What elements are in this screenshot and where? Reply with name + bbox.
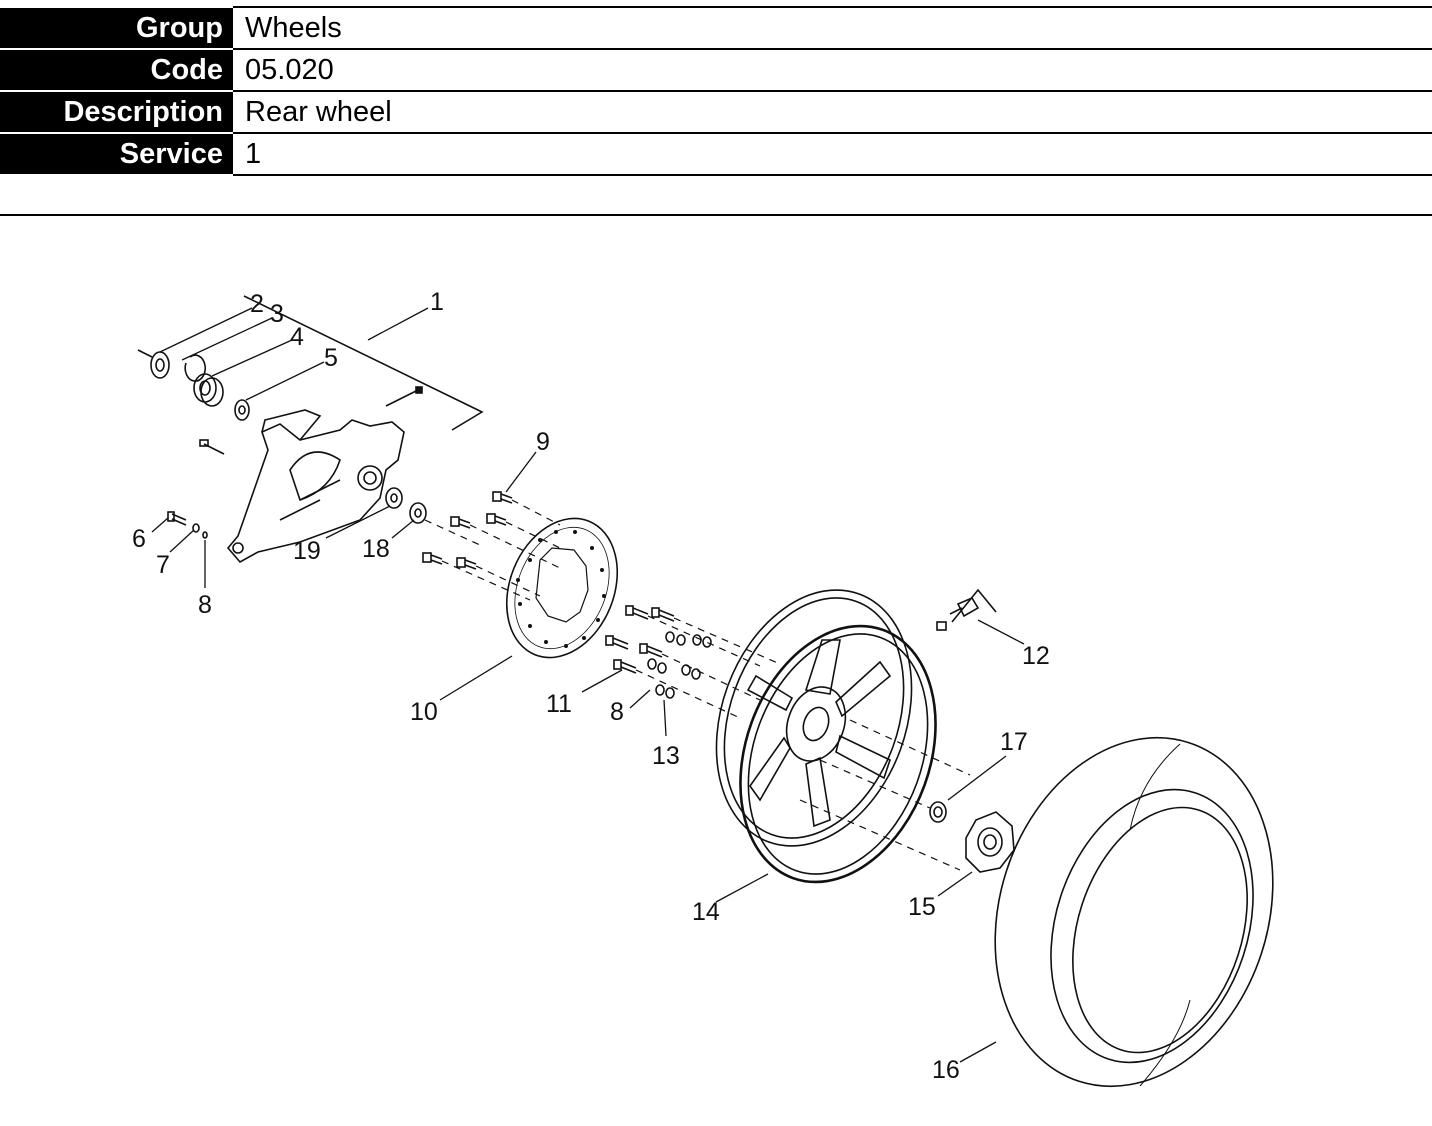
hub-bolts-11 — [605, 605, 675, 674]
callout-13: 13 — [652, 742, 680, 770]
washer-part-8a — [202, 531, 208, 539]
service-label: Service — [0, 132, 232, 176]
callout-8a: 8 — [198, 591, 212, 619]
seal-part-2 — [137, 349, 170, 379]
service-value: 1 — [231, 132, 1432, 176]
callout-16: 16 — [932, 1056, 960, 1084]
screw-part-6 — [167, 511, 187, 526]
code-label: Code — [0, 48, 232, 92]
spacer-part-18 — [409, 502, 427, 524]
bushing-part-17 — [929, 801, 947, 823]
exploded-parts-diagram: 1 2 3 4 5 6 7 8 9 10 11 8 13 14 15 16 17… — [132, 288, 1274, 1088]
axis-lines-hub — [635, 615, 971, 871]
info-row-service: Service 1 — [0, 132, 1432, 176]
flange-part-15 — [965, 811, 1015, 873]
callout-2: 2 — [250, 290, 264, 318]
info-row-description: Description Rear wheel — [0, 90, 1432, 134]
part-info-table: Group Wheels Code 05.020 Description Rea… — [0, 6, 1432, 176]
callout-11: 11 — [546, 690, 572, 718]
callout-9: 9 — [536, 428, 550, 456]
callout-14: 14 — [692, 898, 720, 926]
header-divider — [0, 214, 1432, 216]
callout-5: 5 — [324, 344, 338, 372]
callout-12: 12 — [1022, 642, 1050, 670]
caliper-bracket — [199, 409, 405, 564]
washers-13 — [647, 631, 712, 699]
circlip-part-3 — [184, 354, 206, 382]
callout-labels: 1 2 3 4 5 6 7 8 9 10 11 8 13 14 15 16 17… — [132, 288, 1050, 1084]
washer-part-7 — [192, 523, 200, 533]
callout-19: 19 — [293, 537, 321, 565]
info-row-code: Code 05.020 — [0, 48, 1432, 92]
tyre-16 — [994, 736, 1274, 1088]
callout-1: 1 — [430, 288, 444, 316]
description-label: Description — [0, 90, 232, 134]
callout-7: 7 — [156, 551, 170, 579]
callout-15: 15 — [908, 893, 936, 921]
spacer-part-5 — [234, 399, 250, 421]
callout-leaders — [151, 307, 1025, 1063]
bracket-group-1 — [243, 295, 484, 431]
bearing-part-4 — [193, 373, 224, 407]
callout-4: 4 — [290, 323, 304, 351]
disc-bolts-9 — [422, 491, 513, 570]
callout-10: 10 — [410, 698, 438, 726]
callout-6: 6 — [132, 525, 146, 553]
axis-lines-disc — [424, 499, 561, 601]
brake-disc-10 — [505, 517, 619, 659]
code-value: 05.020 — [231, 48, 1432, 92]
callout-17: 17 — [1000, 728, 1028, 756]
valve-part-12 — [936, 588, 997, 631]
description-value: Rear wheel — [231, 90, 1432, 134]
rim-14 — [715, 589, 937, 884]
info-row-group: Group Wheels — [0, 6, 1432, 50]
group-value: Wheels — [231, 6, 1432, 50]
callout-8b: 8 — [610, 698, 624, 726]
callout-18: 18 — [362, 535, 390, 563]
callout-3: 3 — [270, 300, 284, 328]
nut-part-19 — [385, 487, 403, 509]
group-label: Group — [0, 6, 232, 50]
